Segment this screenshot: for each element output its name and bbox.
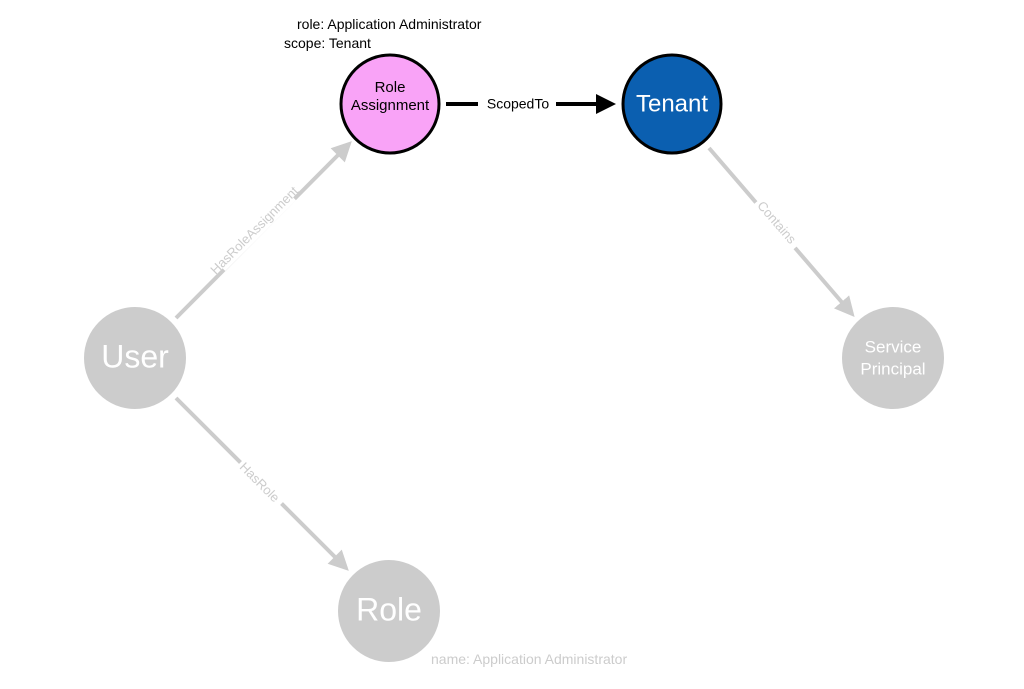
edge-label-has-role-assignment: HasRoleAssignment xyxy=(207,183,301,277)
role-assignment-prop-role: role: Application Administrator xyxy=(297,16,482,32)
user-label: User xyxy=(101,338,169,374)
edge-has-role-assignment[interactable]: HasRoleAssignment xyxy=(174,141,352,320)
role-assignment-label-line1: Role xyxy=(375,79,406,96)
edge-contains[interactable]: Contains xyxy=(707,146,855,318)
role-circle[interactable] xyxy=(338,560,440,662)
edge-label-scoped-to: ScopedTo xyxy=(487,96,549,112)
role-assignment-circle[interactable] xyxy=(339,53,441,155)
node-role[interactable]: Role name: Application Administrator xyxy=(338,560,627,667)
role-assignment-label-line2: Assignment xyxy=(351,97,430,114)
edge-has-role[interactable]: HasRole xyxy=(174,396,349,571)
node-role-assignment[interactable]: role: Application Administrator scope: T… xyxy=(284,16,482,155)
service-principal-label-line2: Principal xyxy=(860,359,925,378)
edge-label-has-role: HasRole xyxy=(237,459,283,505)
role-prop-name: name: Application Administrator xyxy=(431,651,627,667)
edge-scoped-to[interactable]: ScopedTo xyxy=(446,94,616,114)
node-tenant[interactable]: Tenant xyxy=(621,53,723,155)
role-assignment-prop-scope: scope: Tenant xyxy=(284,35,371,51)
tenant-label: Tenant xyxy=(636,90,708,117)
service-principal-label-line1: Service xyxy=(865,337,922,356)
user-circle[interactable] xyxy=(84,307,186,409)
role-label: Role xyxy=(356,591,422,627)
node-user[interactable]: User xyxy=(84,307,186,409)
node-service-principal[interactable]: Service Principal xyxy=(842,307,944,409)
tenant-circle[interactable] xyxy=(621,53,723,155)
service-principal-circle[interactable] xyxy=(842,307,944,409)
edge-label-contains: Contains xyxy=(754,198,799,247)
